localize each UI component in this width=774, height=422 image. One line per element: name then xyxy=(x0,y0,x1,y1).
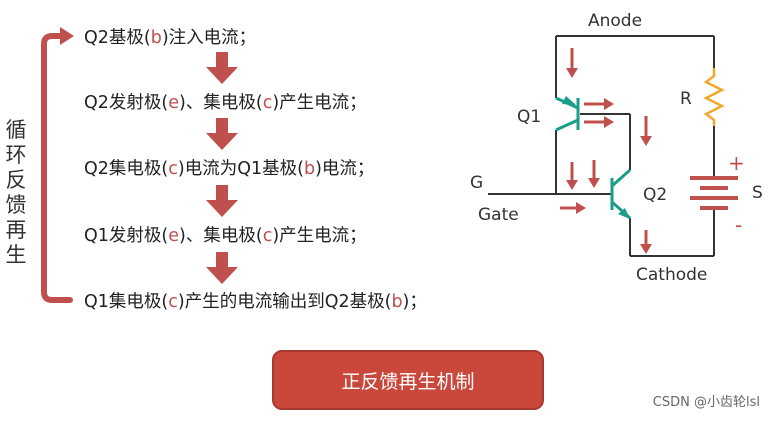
loop-label: 循环反馈再生 xyxy=(5,118,27,267)
current-arrow xyxy=(560,48,652,254)
step-highlight: b xyxy=(150,28,162,48)
step-text: Q1发射极( xyxy=(84,226,169,246)
step-text: Q2基极( xyxy=(84,28,151,48)
step-text: )； xyxy=(402,292,427,312)
step-text: )电流； xyxy=(315,159,375,179)
resistor-r xyxy=(703,68,725,126)
step-highlight: c xyxy=(168,159,178,179)
loop-arrow xyxy=(41,33,73,303)
g-label: G xyxy=(470,173,483,193)
q2-label: Q2 xyxy=(643,185,667,205)
step-text: )产生电流； xyxy=(272,226,367,246)
step-5: Q1集电极(c)产生的电流输出到Q2基极(b)； xyxy=(84,288,427,313)
battery-s xyxy=(690,176,738,210)
positive-feedback-button[interactable]: 正反馈再生机制 xyxy=(272,350,544,410)
step-highlight: e xyxy=(168,93,180,113)
step-highlight: e xyxy=(168,226,180,246)
step-text: Q2集电极( xyxy=(84,159,169,179)
step-down-arrow xyxy=(206,52,238,84)
plus-sign: + xyxy=(728,151,745,175)
step-text: )产生电流； xyxy=(272,93,367,113)
loop-arrow-head xyxy=(60,27,74,45)
step-text: Q1集电极( xyxy=(84,292,169,312)
step-down-arrow xyxy=(206,185,238,217)
step-text: )、集电极( xyxy=(179,93,263,113)
step-1: Q2基极(b)注入电流； xyxy=(84,24,256,49)
step-4: Q1发射极(e)、集电极(c)产生电流； xyxy=(84,222,367,247)
step-text: )、集电极( xyxy=(179,226,263,246)
step-text: Q2发射极( xyxy=(84,93,169,113)
r-label: R xyxy=(680,89,692,109)
s-label: S xyxy=(752,183,763,203)
q2-transistor xyxy=(610,168,631,220)
anode-label: Anode xyxy=(588,11,642,31)
step-text: )产生的电流输出到Q2基极( xyxy=(177,292,392,312)
step-highlight: c xyxy=(168,292,178,312)
step-highlight: b xyxy=(391,292,403,312)
step-highlight: b xyxy=(303,159,316,179)
q1-label: Q1 xyxy=(517,107,541,127)
q1-emitter-arrow xyxy=(562,96,576,105)
gate-label: Gate xyxy=(478,205,519,225)
step-highlight: c xyxy=(262,226,273,246)
step-down-arrow xyxy=(206,118,238,150)
step-text: )注入电流； xyxy=(161,28,257,48)
q2-emitter-arrow xyxy=(618,208,630,219)
watermark: CSDN @小齿轮lsl xyxy=(652,395,760,410)
step-3: Q2集电极(c)电流为Q1基极(b)电流； xyxy=(84,155,374,180)
step-text: )电流为Q1基极( xyxy=(177,159,304,179)
circuit-wires xyxy=(488,35,715,257)
cathode-label: Cathode xyxy=(636,265,707,285)
step-down-arrow xyxy=(206,252,238,284)
step-2: Q2发射极(e)、集电极(c)产生电流； xyxy=(84,89,367,114)
minus-sign: - xyxy=(735,213,742,237)
step-highlight: c xyxy=(262,93,273,113)
